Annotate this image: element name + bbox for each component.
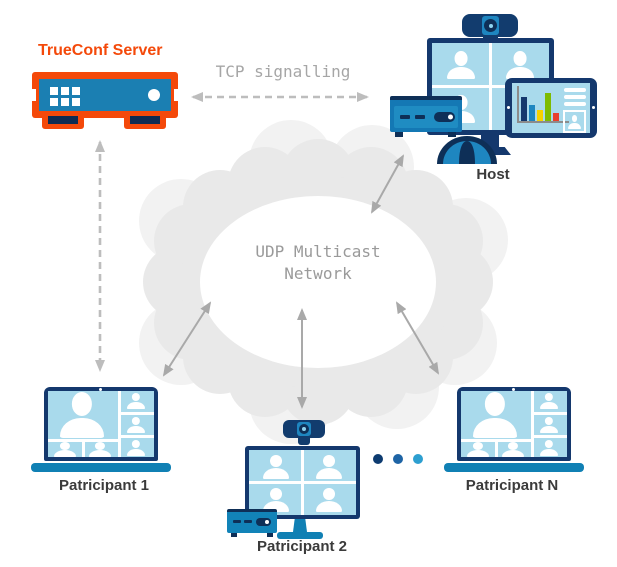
person-silhouette [540,393,558,409]
person-silhouette [568,115,581,129]
contact-card [563,110,586,133]
tcp-signalling-label: TCP signalling [215,62,351,81]
laptop-base [444,463,584,472]
person-silhouette [263,455,289,479]
chart-bar [529,105,535,121]
mini-pc-icon [390,96,462,138]
person-silhouette [447,51,475,79]
person-silhouette [467,442,489,457]
webcam-icon [283,420,325,446]
participant1-laptop-icon [31,387,171,473]
participantN-label: Patricipant N [465,477,559,494]
person-silhouette [54,442,76,457]
monitor-icon [245,446,360,519]
person-silhouette [89,442,111,457]
chart-axis [517,86,519,122]
chart-bar [521,97,527,121]
host-label: Host [476,166,510,183]
participant2-label: Patricipant 2 [256,538,348,555]
host-node: Host [385,8,600,193]
person-silhouette [540,440,558,456]
person-silhouette [473,392,517,438]
person-silhouette [502,442,524,457]
laptop-base [31,463,171,472]
chart-bar [545,93,551,121]
person-silhouette [263,488,289,512]
speakerphone-icon [437,136,497,164]
person-silhouette [316,455,342,479]
chart-bar [537,110,543,121]
participantN-laptop-icon [444,387,584,473]
person-silhouette [127,417,145,433]
person-silhouette [506,51,534,79]
mini-pc-icon [227,509,277,537]
person-silhouette [127,440,145,456]
trueconf-server-label: TrueConf Server [38,42,163,59]
person-silhouette [60,392,104,438]
person-silhouette [540,417,558,433]
tablet-icon [505,78,597,138]
participant2-node [227,420,367,540]
person-silhouette [316,488,342,512]
server-power-light [148,89,160,101]
server-icon [31,72,179,130]
person-silhouette [127,393,145,409]
monitor-stand [293,519,307,532]
participant1-label: Patricipant 1 [58,477,150,494]
chart-bar [553,113,559,121]
